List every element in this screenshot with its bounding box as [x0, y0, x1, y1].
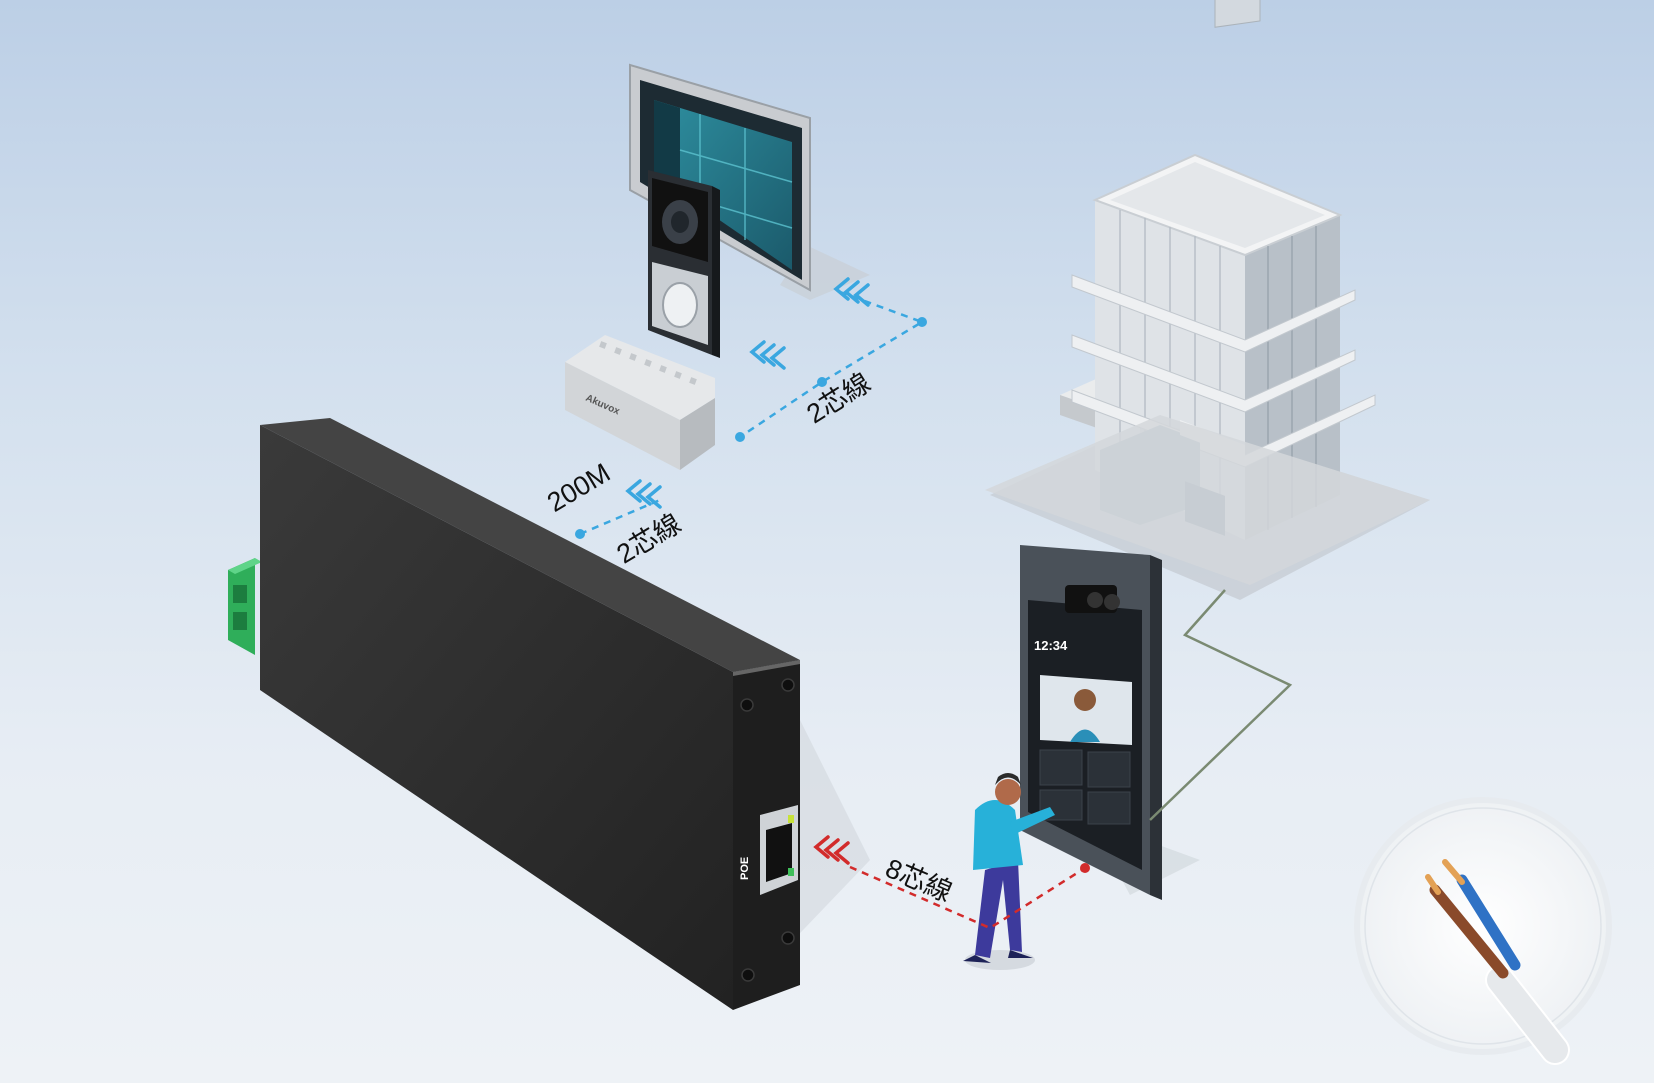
indoor-monitor — [629, 63, 870, 300]
terminal-clock: 12:34 — [1034, 638, 1068, 653]
call-button-icon — [662, 282, 698, 328]
2-wire-distributor: Akuvox — [565, 335, 715, 470]
rj45-port — [760, 805, 798, 895]
ground-connection-line — [1149, 589, 1293, 821]
ethernet-line — [849, 865, 1086, 930]
chevron-arrow-icon — [749, 340, 786, 370]
face-recognition-terminal: 12:34 — [1020, 545, 1162, 900]
two-wire-bottom-line — [579, 498, 661, 536]
terminal-block — [228, 558, 262, 655]
poe-adapter: POE — [228, 418, 800, 1010]
two-wire-top-line — [739, 290, 925, 439]
office-building — [985, 0, 1430, 585]
user-figure — [963, 773, 1055, 970]
poe-port-label: POE — [739, 857, 751, 880]
chevron-arrow-icon — [625, 479, 662, 509]
chevron-arrow-icon — [813, 835, 850, 865]
chevron-arrow-icon — [833, 277, 870, 307]
2-core-cable-icon — [1425, 859, 1570, 1065]
cable-inset — [1354, 797, 1612, 1065]
door-station — [648, 170, 720, 358]
